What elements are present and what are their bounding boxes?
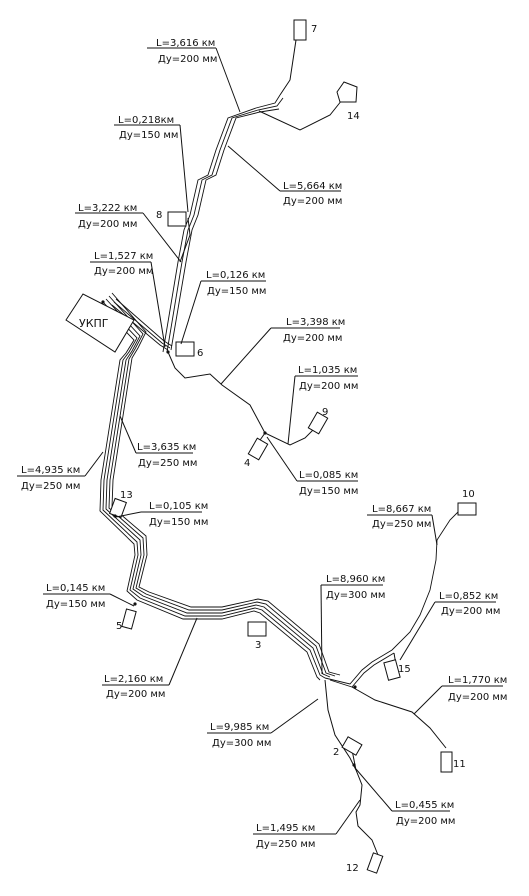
segment-length: L=2,160 км (104, 674, 163, 685)
well-label-7: 7 (311, 24, 317, 35)
segment-diameter: Ду=250 мм (372, 519, 431, 530)
well-5 (121, 608, 137, 630)
segment-length: L=0,145 км (46, 583, 105, 594)
well-label-15: 15 (398, 664, 411, 675)
segment-length: L=5,664 км (283, 181, 342, 192)
well-label-10: 10 (462, 489, 475, 500)
segment-diameter: Ду=150 мм (207, 286, 266, 297)
well-label-3: 3 (255, 640, 261, 651)
segment-length: L=3,635 км (137, 442, 196, 453)
segment-diameter: Ду=150 мм (46, 599, 105, 610)
segment-diameter: Ду=200 мм (396, 816, 455, 827)
north-branch (162, 39, 343, 353)
segment-length: L=8,960 км (326, 574, 385, 585)
segment-diameter: Ду=200 мм (283, 196, 342, 207)
segment-length: L=4,935 км (21, 465, 80, 476)
segment-diameter: Ду=200 мм (158, 54, 217, 65)
segment-length: L=9,985 км (210, 722, 269, 733)
well-numbers: 7 14 8 6 9 4 13 10 5 3 15 2 11 12 УКПГ (79, 24, 475, 874)
well-label-13: 13 (120, 490, 133, 501)
segment-length: L=0,085 км (299, 470, 358, 481)
segment-diameter: Ду=250 мм (138, 458, 197, 469)
junctions (101, 300, 357, 767)
callouts: L=3,616 км Ду=200 мм L=0,218км Ду=150 мм… (17, 38, 507, 850)
well-11 (440, 751, 453, 773)
ukpg-label: УКПГ (79, 317, 109, 330)
ukpg-building (65, 293, 135, 353)
segment-diameter: Ду=200 мм (106, 689, 165, 700)
well-label-8: 8 (156, 210, 162, 221)
wells (65, 19, 477, 874)
well-label-14: 14 (347, 111, 360, 122)
well-2 (341, 736, 363, 756)
segment-diameter: Ду=250 мм (256, 839, 315, 850)
well-8 (167, 211, 187, 227)
segment-length: L=3,398 км (286, 317, 345, 328)
well-12 (366, 852, 384, 874)
segment-diameter: Ду=300 мм (212, 738, 271, 749)
well-9 (307, 411, 329, 435)
southeast-network (324, 509, 461, 856)
well-label-12: 12 (346, 863, 359, 874)
well-label-5: 5 (116, 621, 122, 632)
segment-diameter: Ду=150 мм (299, 486, 358, 497)
well-label-11: 11 (453, 759, 466, 770)
well-4 (247, 437, 269, 461)
segment-length: L=0,105 км (149, 501, 208, 512)
well-10 (457, 502, 477, 516)
well-14 (336, 81, 358, 103)
segment-diameter: Ду=150 мм (149, 517, 208, 528)
well-6 (175, 341, 195, 357)
well-label-2: 2 (333, 747, 339, 758)
segment-length: L=0,455 км (395, 800, 454, 811)
segment-length: L=3,222 км (78, 203, 137, 214)
segment-length: L=0,126 км (206, 270, 265, 281)
segment-length: L=1,495 км (256, 823, 315, 834)
segment-diameter: Ду=200 мм (94, 266, 153, 277)
well-label-6: 6 (197, 348, 203, 359)
main-collector (99, 292, 341, 681)
segment-length: L=1,527 км (94, 251, 153, 262)
segment-length: L=1,035 км (298, 365, 357, 376)
east-branch-69 (167, 351, 319, 446)
segment-length: L=0,218км (118, 115, 174, 126)
segment-diameter: Ду=200 мм (448, 692, 507, 703)
segment-diameter: Ду=200 мм (283, 333, 342, 344)
segment-diameter: Ду=150 мм (119, 130, 178, 141)
well-label-4: 4 (244, 458, 250, 469)
well-15 (383, 659, 401, 681)
segment-length: L=1,770 км (448, 675, 507, 686)
well-7 (293, 19, 307, 41)
well-label-9: 9 (322, 407, 328, 418)
segment-diameter: Ду=300 мм (326, 590, 385, 601)
well-3 (247, 621, 267, 637)
segment-diameter: Ду=200 мм (299, 381, 358, 392)
segment-diameter: Ду=200 мм (78, 219, 137, 230)
segment-length: L=0,852 км (439, 591, 498, 602)
segment-diameter: Ду=250 мм (21, 481, 80, 492)
segment-length: L=8,667 км (372, 504, 431, 515)
segment-diameter: Ду=200 мм (441, 606, 500, 617)
segment-length: L=3,616 км (156, 38, 215, 49)
